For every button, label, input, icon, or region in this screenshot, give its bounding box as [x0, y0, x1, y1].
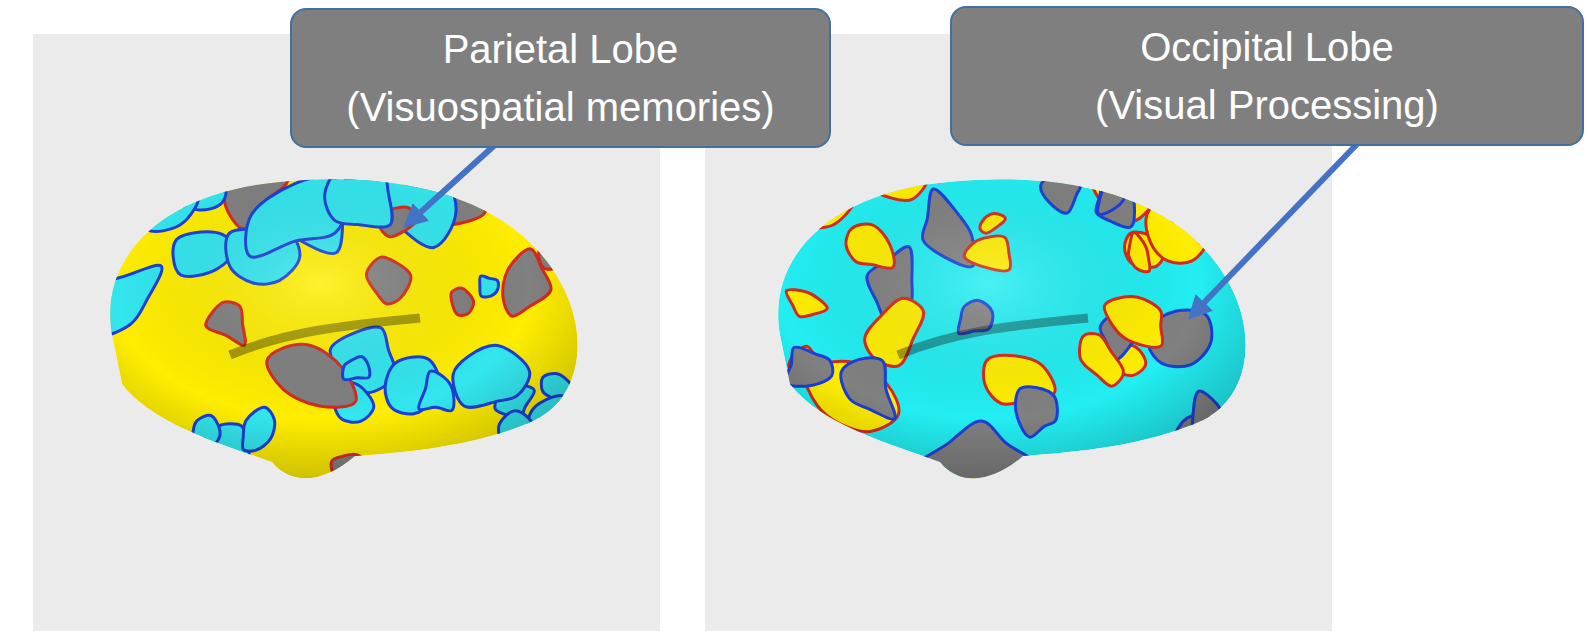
activation-blob	[795, 440, 829, 485]
lobe-function: (Visual Processing)	[1095, 76, 1439, 134]
leader-arrow	[1196, 143, 1358, 311]
activation-blob	[559, 418, 602, 470]
activation-blob	[97, 229, 125, 266]
activation-blob	[534, 197, 571, 242]
activation-blob	[532, 192, 589, 245]
activation-blob	[1199, 174, 1243, 242]
lobe-name: Parietal Lobe	[443, 20, 679, 78]
lobe-function: (Visuospatial memories)	[346, 78, 774, 136]
activation-blob	[775, 424, 811, 480]
surface-shading	[778, 179, 1245, 478]
activation-blob	[180, 450, 209, 476]
brain-surface	[65, 127, 602, 489]
activation-blob	[1205, 428, 1222, 451]
leader-arrow	[412, 143, 497, 220]
activation-blob	[797, 191, 827, 217]
activation-blob	[1221, 171, 1256, 225]
callout-box: Parietal Lobe(Visuospatial memories)	[290, 8, 831, 148]
callout-box: Occipital Lobe(Visual Processing)	[950, 6, 1584, 146]
surface-shading	[110, 179, 577, 478]
activation-blob	[551, 212, 598, 261]
brain-surface	[775, 129, 1256, 500]
cortex-fill	[110, 179, 577, 478]
lobe-name: Occipital Lobe	[1140, 18, 1393, 76]
cortex-fill	[778, 179, 1245, 478]
activation-blob	[1191, 426, 1218, 447]
